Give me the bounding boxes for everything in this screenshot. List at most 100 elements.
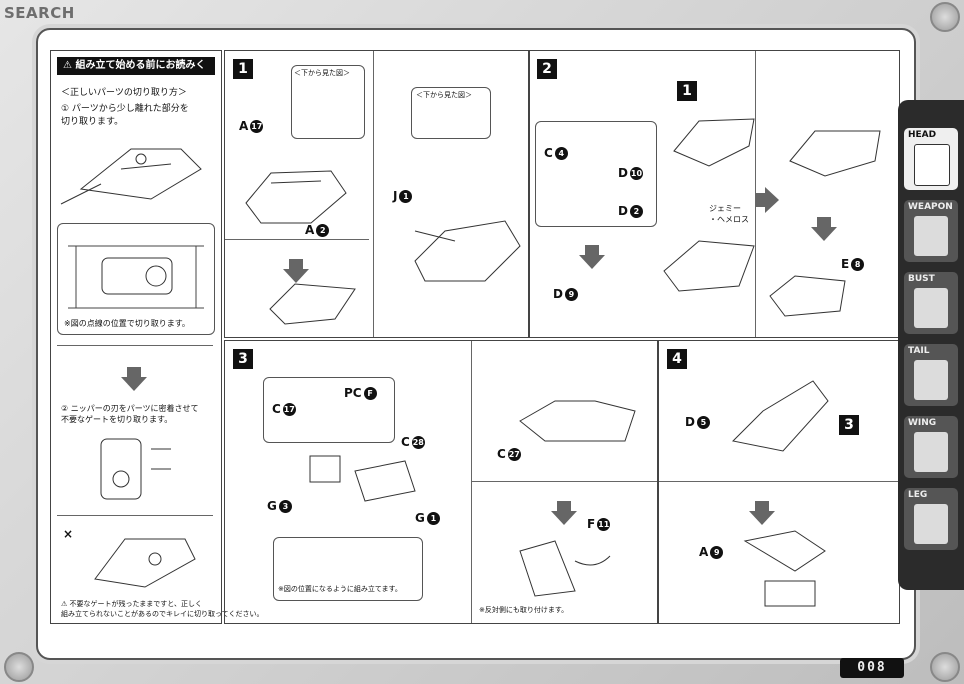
part-number-badge: 8 xyxy=(851,258,865,271)
arm-hose-illustration xyxy=(519,540,611,597)
head-part-illustration xyxy=(245,170,347,224)
down-arrow-icon xyxy=(551,501,577,525)
site-logo: SEARCH xyxy=(4,4,75,22)
tab-leg[interactable]: LEG xyxy=(904,488,958,550)
leg-icon xyxy=(914,504,948,544)
assemble-note: ※図の位置になるように組み立てます。 xyxy=(278,585,402,593)
part-letter: C xyxy=(272,402,281,416)
runner-illustration xyxy=(68,245,204,309)
bottom-view-label-2: ＜下から見た図＞ xyxy=(416,91,472,99)
body-assembly-illustration xyxy=(731,380,829,452)
caution-panel: ⚠ 組み立て始める前にお読みください。 ＜正しいパーツの切り取り方＞ ① パーツ… xyxy=(50,50,263,624)
head-icon xyxy=(914,144,950,186)
step-1-divider-v xyxy=(373,51,374,337)
page-number: 008 xyxy=(840,658,904,678)
step-4-divider-h xyxy=(659,481,899,482)
part-number-badge: F xyxy=(363,387,377,400)
step-3-divider-v xyxy=(471,341,472,623)
upper-head-illustration xyxy=(673,118,755,167)
part-letter: A xyxy=(699,545,709,559)
runner-note: ※図の点線の位置で切り取ります。 xyxy=(64,319,190,328)
head-rotated-illustration xyxy=(269,283,356,325)
part-letter: D xyxy=(618,166,628,180)
caution-step2: ② ニッパーの刃をパーツに密着させて 不要なゲートを切り取ります。 xyxy=(61,404,199,424)
down-arrow-icon xyxy=(283,259,309,283)
neck-assembly-illustration xyxy=(309,455,416,502)
wing-icon xyxy=(914,432,948,472)
part-letter: G xyxy=(415,511,425,525)
down-arrow-icon xyxy=(579,245,605,269)
down-arrow-icon xyxy=(121,367,147,391)
part-letter: E xyxy=(841,257,850,271)
part-letter: C xyxy=(544,146,553,160)
tab-bust[interactable]: BUST xyxy=(904,272,958,334)
tab-tail-label: TAIL xyxy=(908,346,930,356)
part-number-badge: 17 xyxy=(282,403,296,416)
tab-head-label: HEAD xyxy=(908,130,937,140)
part-number-badge: 9 xyxy=(564,288,578,301)
part-number-badge: 5 xyxy=(696,416,710,429)
bottom-view-box-2: ＜下から見た図＞ xyxy=(411,87,491,139)
part-letter: C xyxy=(497,447,506,461)
bust-icon xyxy=(914,288,948,328)
jaw-assembly-illustration xyxy=(414,220,521,282)
part-letter: A xyxy=(305,223,315,237)
arm-assembly-illustration xyxy=(519,400,636,442)
tab-bust-label: BUST xyxy=(908,274,935,284)
tab-weapon[interactable]: WEAPON xyxy=(904,200,958,262)
part-letter: A xyxy=(239,119,249,133)
part-number-badge: 27 xyxy=(507,448,521,461)
right-arrow-icon xyxy=(755,187,779,213)
part-letter: F xyxy=(587,517,596,531)
step-3-position-box: ※図の位置になるように組み立てます。 xyxy=(273,537,423,601)
step-2-ref-number: 1 xyxy=(677,81,697,101)
part-letter: G xyxy=(267,499,277,513)
caution-badge: ⚠ 組み立て始める前にお読みください。 xyxy=(57,57,215,89)
caution-divider-2 xyxy=(57,515,213,516)
head-with-fins-illustration xyxy=(769,275,846,317)
part-number-badge: 2 xyxy=(316,224,330,237)
part-number-badge: 1 xyxy=(426,512,440,525)
step-1-divider-h xyxy=(225,239,369,240)
closed-head-illustration xyxy=(789,130,881,177)
dummy-pilot-label: ジェミー ・ヘメロス xyxy=(709,204,749,224)
runner-diagram: ※図の点線の位置で切り取ります。 xyxy=(57,223,215,335)
opposite-side-note: ※反対側にも取り付けます。 xyxy=(479,606,569,614)
tab-wing[interactable]: WING xyxy=(904,416,958,478)
rivet-bottom-left xyxy=(4,652,34,682)
sprue-closeup-illustration xyxy=(60,148,202,205)
tab-wing-label: WING xyxy=(908,418,937,428)
part-letter: C xyxy=(401,435,410,449)
tab-head[interactable]: HEAD xyxy=(904,128,958,190)
head-body-join-illustration xyxy=(743,530,826,607)
step-2-number: 2 xyxy=(537,59,557,79)
step-3-divider-h xyxy=(471,481,657,482)
weapon-icon xyxy=(914,216,948,256)
tab-tail[interactable]: TAIL xyxy=(904,344,958,406)
bottom-view-box-1: ＜下から見た図＞ xyxy=(291,65,365,139)
nipper-illustration xyxy=(100,438,171,500)
part-number-badge: 4 xyxy=(554,147,568,160)
part-number-badge: 28 xyxy=(411,436,425,449)
step-3-number: 3 xyxy=(233,349,253,369)
caution-heading: ＜正しいパーツの切り取り方＞ xyxy=(61,88,187,98)
part-number-badge: 1 xyxy=(399,190,413,203)
instruction-sheet: ⚠ 組み立て始める前にお読みください。 ＜正しいパーツの切り取り方＞ ① パーツ… xyxy=(36,28,916,660)
caution-warning: ⚠ 不要なゲートが残ったままですと、正しく 組み立てられないことがあるのでキレイ… xyxy=(61,600,264,618)
down-arrow-icon xyxy=(811,217,837,241)
part-letter: D xyxy=(553,287,563,301)
step-4-number: 4 xyxy=(667,349,687,369)
